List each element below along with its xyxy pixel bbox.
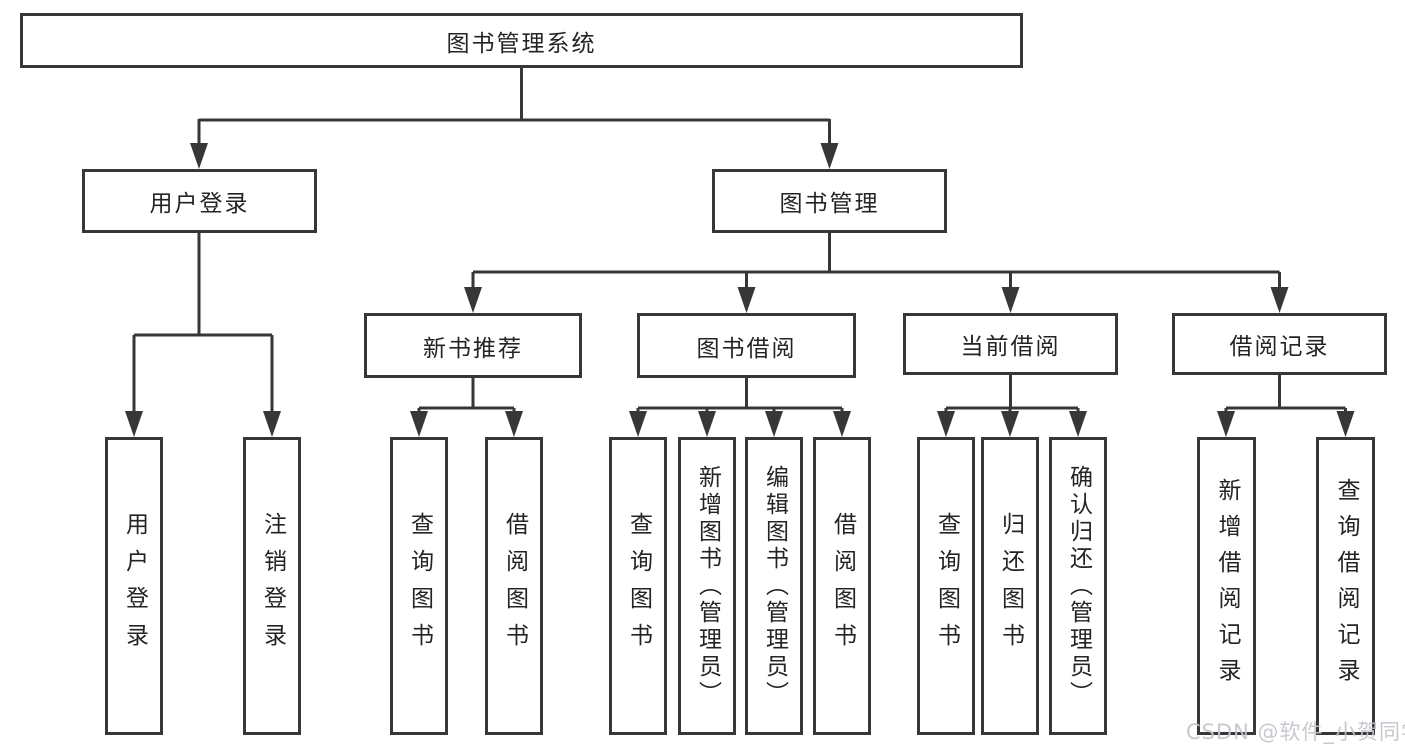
node-current-borrowing-label: 当前借阅 <box>960 334 1061 360</box>
arrowhead <box>1001 287 1020 313</box>
leaf-logout-label: 注销登录 <box>259 512 286 660</box>
arrowhead <box>263 411 281 437</box>
leaf-borrowing-edit-admin-label: 编辑图书（管理员） <box>761 464 788 708</box>
arrowhead <box>1270 287 1289 313</box>
node-new-book-recommend-label: 新书推荐 <box>423 335 523 362</box>
arrowhead <box>937 411 955 437</box>
arrowheads <box>125 143 1355 437</box>
leaf-newbooks-query: 查询图书 <box>390 437 448 735</box>
leaf-current-confirm-admin-label: 确认归还（管理员） <box>1065 464 1092 708</box>
leaf-borrowing-add-admin: 新增图书（管理员） <box>678 437 736 735</box>
arrowhead <box>820 143 839 169</box>
connector-newbooks-to-leaves <box>417 378 516 414</box>
node-book-management-label: 图书管理 <box>779 191 880 217</box>
arrowhead <box>765 411 783 437</box>
arrowhead <box>833 411 851 437</box>
arrowhead <box>1217 411 1235 437</box>
leaf-borrowing-add-admin-label: 新增图书（管理员） <box>694 464 721 708</box>
connector-bookmgmt-to-level3 <box>471 233 1281 291</box>
leaf-borrowing-query: 查询图书 <box>609 437 667 735</box>
arrowhead <box>737 287 756 313</box>
connector-root-to-level2 <box>197 68 831 147</box>
arrowhead <box>190 143 208 169</box>
watermark-csdn: CSDN @软件_小贺同学 <box>1186 720 1405 744</box>
leaf-borrowing-edit-admin: 编辑图书（管理员） <box>745 437 803 735</box>
leaf-records-query-label: 查询借阅记录 <box>1333 478 1359 694</box>
leaf-current-confirm-admin: 确认归还（管理员） <box>1049 437 1107 735</box>
arrowhead <box>1001 411 1019 437</box>
arrowhead <box>410 411 428 437</box>
leaf-records-add: 新增借阅记录 <box>1197 437 1256 735</box>
leaf-logout: 注销登录 <box>243 437 301 735</box>
node-book-management: 图书管理 <box>712 169 947 233</box>
connector-userlogin-to-leaves <box>132 233 274 414</box>
node-borrowing-records: 借阅记录 <box>1172 313 1387 375</box>
node-user-login-label: 用户登录 <box>149 191 250 217</box>
node-root-label: 图书管理系统 <box>446 30 597 57</box>
arrowhead <box>698 411 716 437</box>
leaf-records-query: 查询借阅记录 <box>1316 437 1375 735</box>
leaf-user-login: 用户登录 <box>105 437 163 735</box>
leaf-newbooks-borrow: 借阅图书 <box>485 437 543 735</box>
arrowhead <box>629 411 647 437</box>
connector-borrowing-to-leaves <box>636 378 844 414</box>
leaf-borrowing-query-label: 查询图书 <box>625 512 652 660</box>
leaf-newbooks-borrow-label: 借阅图书 <box>501 512 528 660</box>
node-current-borrowing: 当前借阅 <box>903 313 1118 375</box>
leaf-records-add-label: 新增借阅记录 <box>1214 478 1240 694</box>
node-borrowing-records-label: 借阅记录 <box>1229 334 1330 360</box>
connector-current-to-leaves <box>944 375 1080 414</box>
arrowhead <box>505 411 523 437</box>
leaf-user-login-label: 用户登录 <box>121 512 148 660</box>
arrowhead <box>464 287 482 313</box>
arrowhead <box>1336 411 1355 437</box>
leaf-current-query: 查询图书 <box>917 437 975 735</box>
leaf-borrowing-borrow: 借阅图书 <box>813 437 871 735</box>
leaf-borrowing-borrow-label: 借阅图书 <box>829 512 856 660</box>
node-root: 图书管理系统 <box>20 13 1023 68</box>
node-book-borrowing: 图书借阅 <box>637 313 856 378</box>
node-book-borrowing-label: 图书借阅 <box>696 335 797 362</box>
node-user-login: 用户登录 <box>82 169 317 233</box>
arrowhead <box>125 411 143 437</box>
leaf-current-return: 归还图书 <box>981 437 1039 735</box>
leaf-current-query-label: 查询图书 <box>933 512 960 660</box>
leaf-newbooks-query-label: 查询图书 <box>406 512 433 660</box>
node-new-book-recommend: 新书推荐 <box>364 313 582 378</box>
connector-records-to-leaves <box>1224 375 1347 414</box>
arrowhead <box>1069 411 1087 437</box>
leaf-current-return-label: 归还图书 <box>997 512 1024 660</box>
